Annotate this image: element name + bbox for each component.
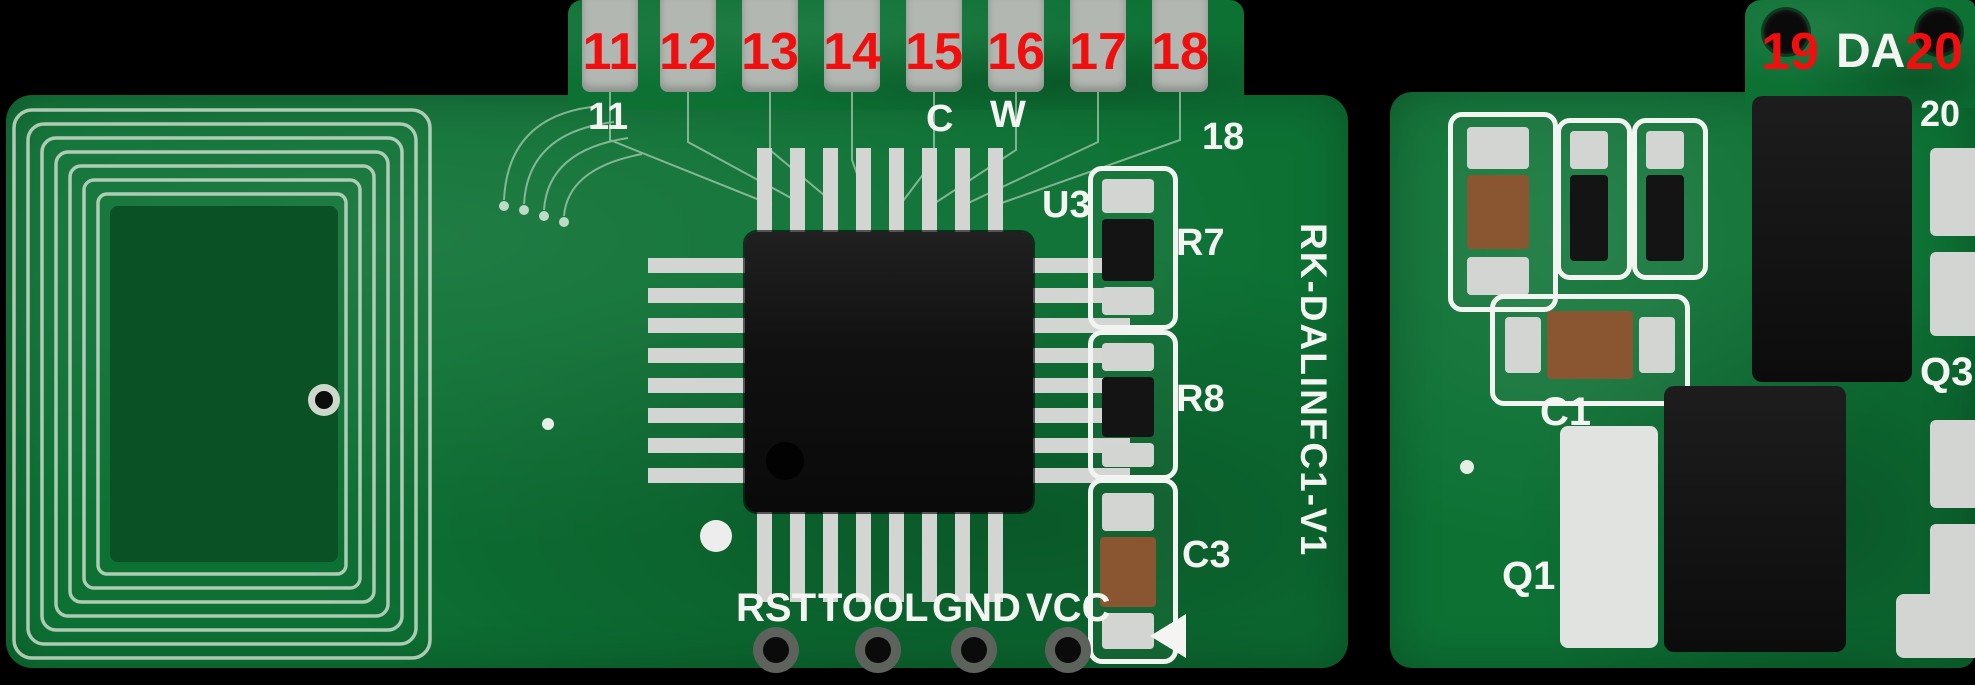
solder-pad <box>1102 443 1154 467</box>
silkscreen-via-dot <box>700 520 732 552</box>
pin-label-rst: RST <box>736 586 816 630</box>
edge-pad <box>1930 148 1975 236</box>
footprint-r8 <box>1088 330 1178 480</box>
pin-label-tool: TOOL <box>818 586 929 630</box>
solder-pad <box>1646 131 1684 169</box>
via-dot <box>1460 460 1474 474</box>
edge-pad <box>1896 594 1975 658</box>
transistor-q3-body <box>1752 96 1912 382</box>
castellated-pad-17 <box>1070 0 1126 92</box>
footprint-cap-vertical <box>1448 112 1558 312</box>
castellated-pad-13 <box>742 0 798 92</box>
annotation-pad-18: 18 <box>1151 23 1209 81</box>
annotation-pad-20: 20 <box>1905 23 1963 81</box>
solder-pad <box>1639 317 1675 373</box>
castellated-pad-16 <box>988 0 1044 92</box>
silk-w-label: W <box>990 94 1026 136</box>
ic-pin1-marker <box>766 442 804 480</box>
ic-pins-top <box>757 148 1021 234</box>
annotation-pad-19: 19 <box>1761 23 1819 81</box>
resistor-r8-body <box>1102 377 1154 437</box>
capacitor-c1-body <box>1547 311 1633 379</box>
refdes-q3: Q3 <box>1920 350 1974 394</box>
mounting-hole-20 <box>1917 10 1961 54</box>
solder-pad <box>1570 131 1608 169</box>
through-hole-tool <box>855 627 901 673</box>
solder-pad <box>1102 179 1154 213</box>
annotation-pad-15: 15 <box>905 23 963 81</box>
refdes-r7: R7 <box>1176 222 1225 264</box>
annotation-pad-14: 14 <box>823 23 881 81</box>
via-dot <box>542 418 554 430</box>
solder-pad <box>1467 127 1529 169</box>
smd-body <box>1646 175 1684 261</box>
castellated-pad-12 <box>660 0 716 92</box>
through-hole-rst <box>753 627 799 673</box>
board-title-vertical: RK-DALINFC1-V1 <box>1293 222 1334 558</box>
nfc-antenna-coil <box>12 108 432 660</box>
silk-pad11-label: 11 <box>588 96 629 138</box>
castellated-pad-11 <box>582 0 638 92</box>
refdes-r8: R8 <box>1176 378 1225 420</box>
annotation-pad-11: 11 <box>582 23 638 81</box>
pin-label-vcc: VCC <box>1026 586 1111 630</box>
resistor-r7-body <box>1102 219 1154 281</box>
solder-pad <box>1505 317 1541 373</box>
edge-pad <box>1930 420 1975 508</box>
through-hole-gnd <box>951 627 997 673</box>
mounting-hole-19 <box>1764 10 1808 54</box>
capacitor-body <box>1467 175 1529 249</box>
capacitor-c3-body <box>1100 537 1156 607</box>
refdes-q1: Q1 <box>1502 554 1556 598</box>
annotation-pad-17: 17 <box>1069 23 1127 81</box>
transistor-q1-body <box>1664 386 1846 652</box>
footprint-r7 <box>1088 166 1178 330</box>
solder-pad <box>1102 613 1154 649</box>
footprint-smd-1 <box>1556 118 1632 280</box>
refdes-u3: U3 <box>1042 184 1091 226</box>
castellated-pad-18 <box>1152 0 1208 92</box>
solder-pad <box>1102 287 1154 315</box>
refdes-c3: C3 <box>1182 534 1231 576</box>
annotation-da: DA <box>1836 25 1906 78</box>
pin-label-gnd: GND <box>932 586 1021 630</box>
annotation-pad-12: 12 <box>659 23 717 81</box>
edge-pad <box>1930 252 1975 336</box>
annotation-pad-16: 16 <box>987 23 1045 81</box>
solder-pad <box>1102 493 1154 531</box>
castellated-pad-15 <box>906 0 962 92</box>
footprint-smd-2 <box>1632 118 1708 280</box>
silk-pad20-label: 20 <box>1920 93 1961 134</box>
through-hole-vcc <box>1045 627 1091 673</box>
q1-tab-pad <box>1560 426 1658 648</box>
ic-pins-bottom <box>757 510 1021 602</box>
solder-pad <box>1467 257 1529 295</box>
ic-pins-left <box>648 258 746 488</box>
refdes-c1: C1 <box>1540 390 1592 434</box>
silkscreen-triangle-marker <box>1150 614 1186 658</box>
footprint-c1 <box>1490 294 1690 406</box>
solder-pad <box>1102 343 1154 371</box>
silk-c-label: C <box>926 98 954 140</box>
smd-body <box>1570 175 1608 261</box>
castellated-pad-14 <box>824 0 880 92</box>
silk-pad18-label: 18 <box>1202 116 1245 158</box>
annotation-pad-13: 13 <box>741 23 799 81</box>
